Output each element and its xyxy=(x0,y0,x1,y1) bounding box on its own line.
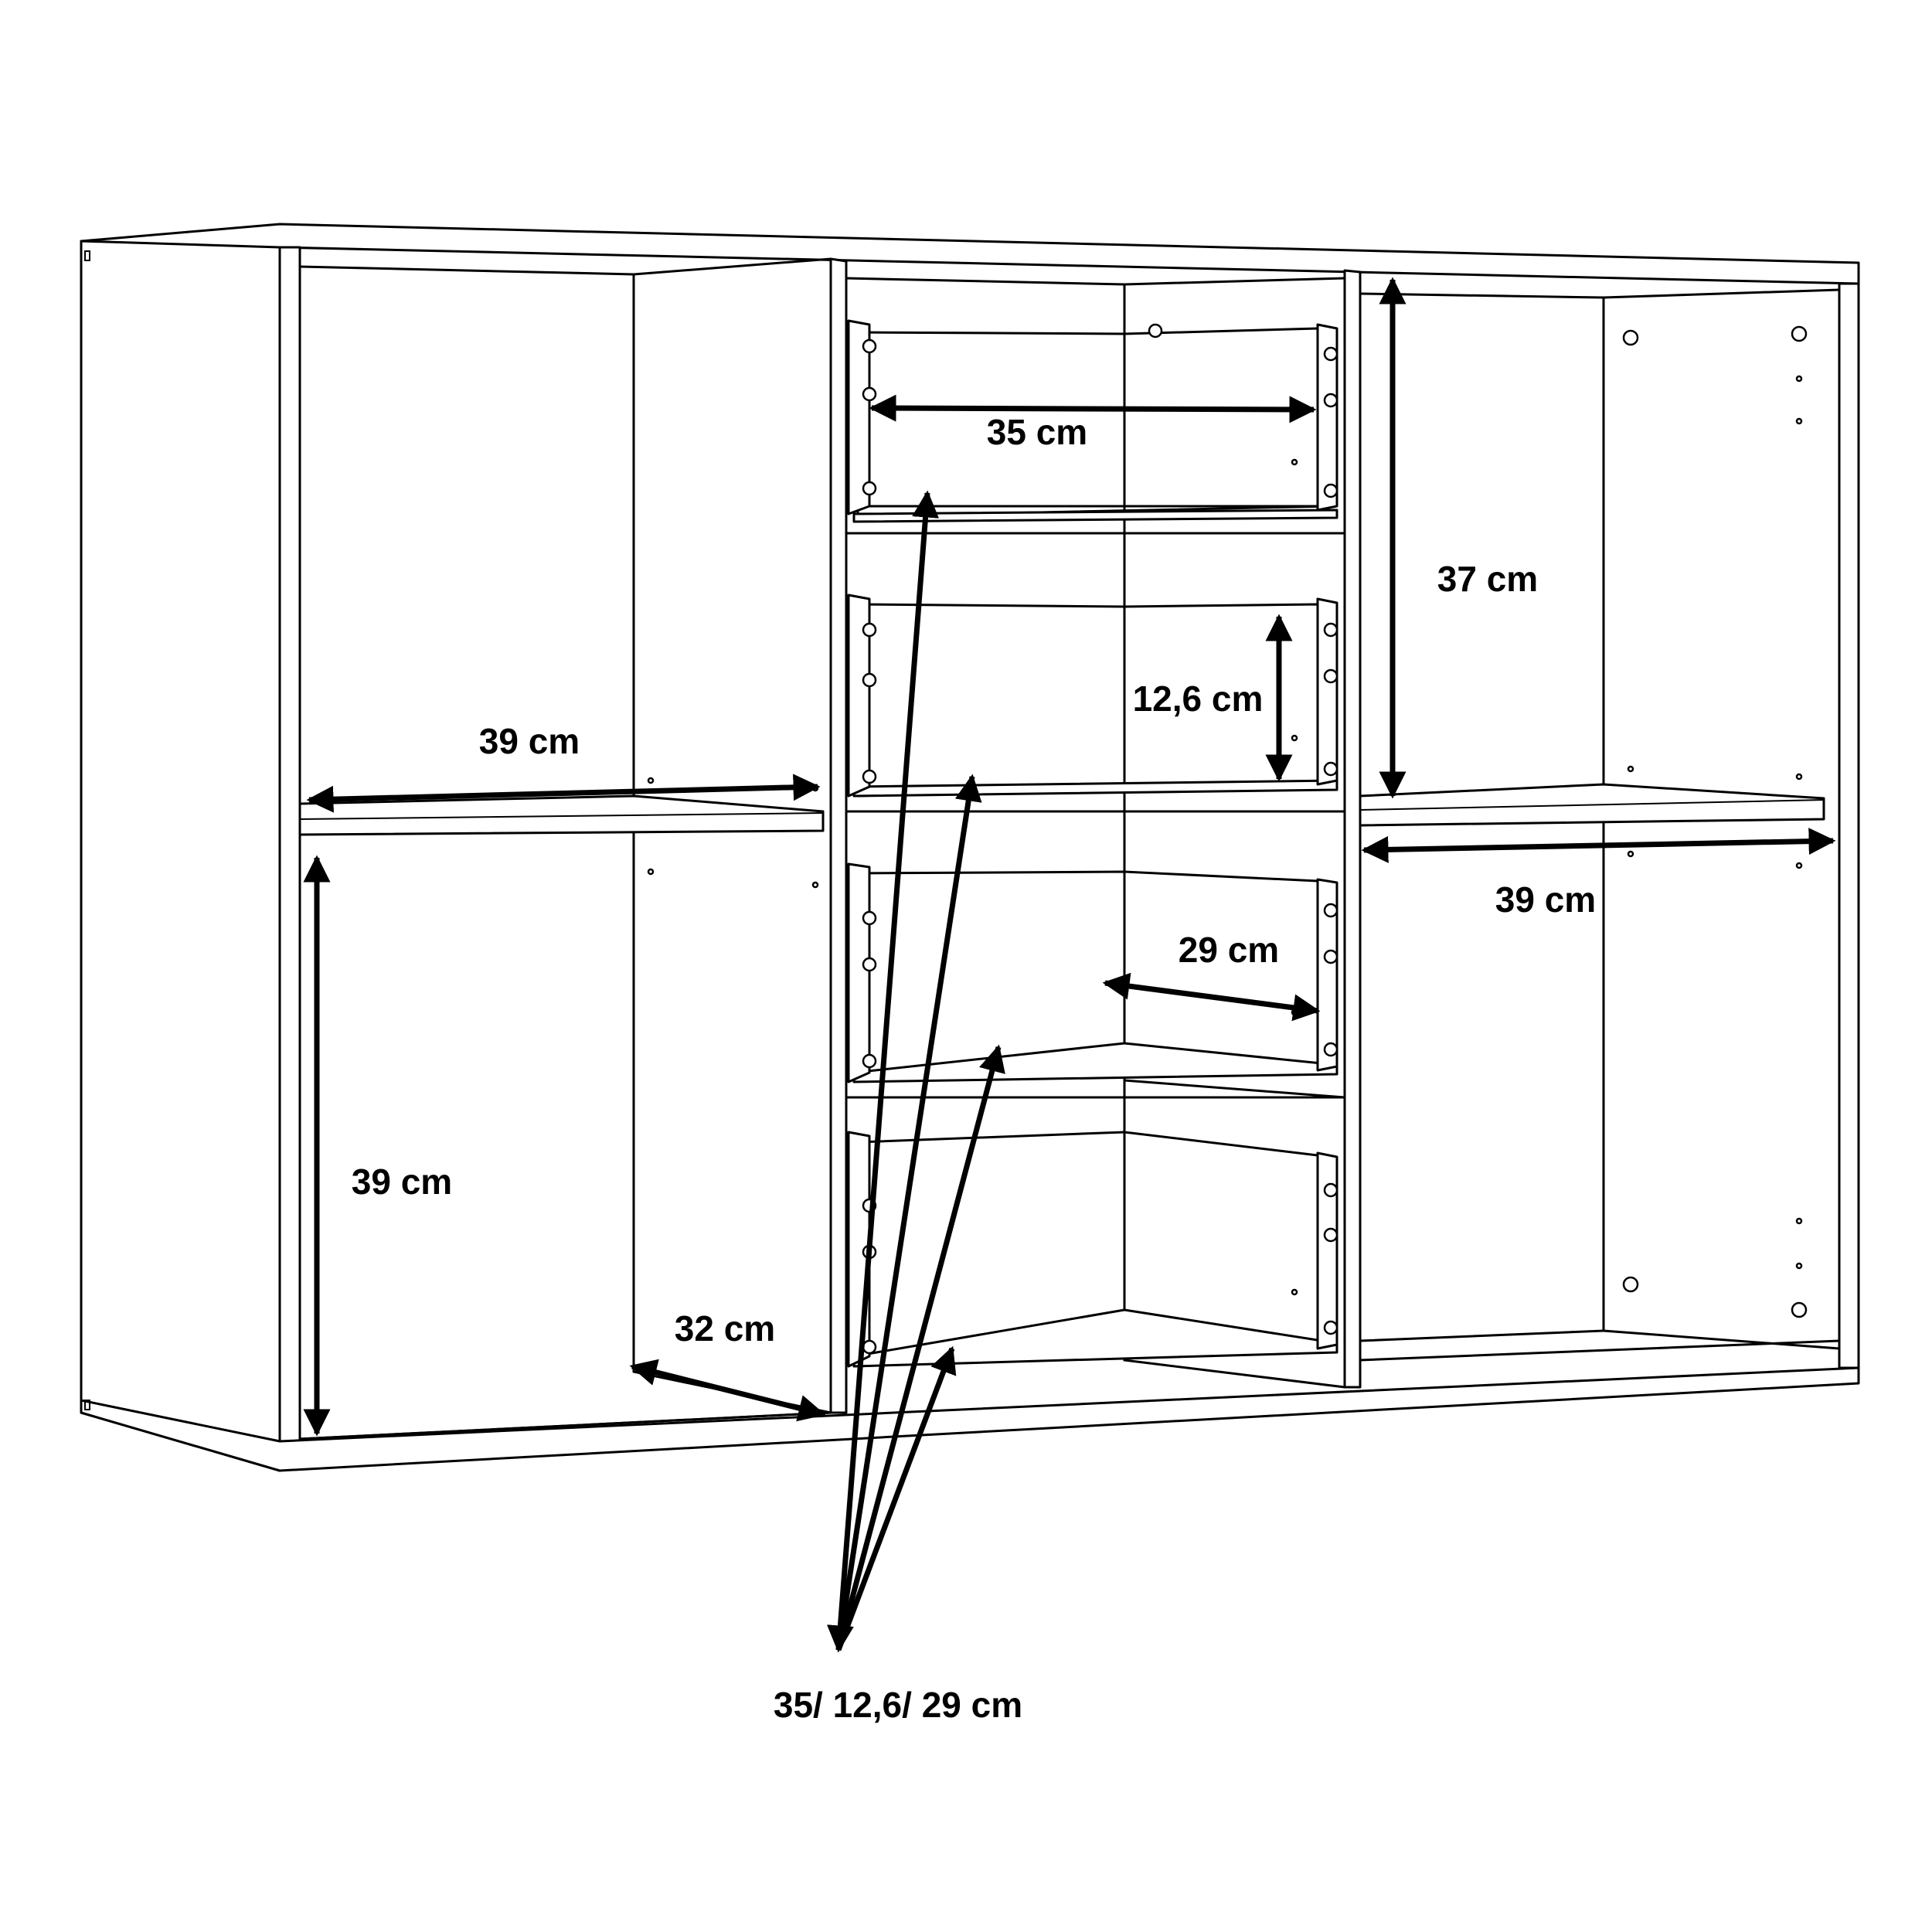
drawers xyxy=(845,319,1346,1389)
arrow-left-depth xyxy=(629,1359,826,1422)
dimension-arrows xyxy=(303,277,1836,1653)
left-divider xyxy=(829,257,848,1414)
cabinet-carcass xyxy=(80,223,1860,1472)
arrow-summary-3 xyxy=(835,1044,1005,1651)
label-right-shelf-width: 39 cm xyxy=(1495,879,1596,920)
arrow-summary-4 xyxy=(835,1345,957,1651)
drawer-3 xyxy=(845,862,1346,1099)
left-front-edge xyxy=(278,246,301,1472)
label-right-upper-height: 37 cm xyxy=(1437,559,1538,599)
arrow-drawer-width xyxy=(869,394,1317,423)
hardware xyxy=(647,323,1808,1355)
drawer-4 xyxy=(847,1131,1346,1389)
drawer-2 xyxy=(845,594,1346,813)
label-left-lower-height: 39 cm xyxy=(352,1162,452,1202)
drawer-1 xyxy=(845,319,1346,535)
label-left-depth: 32 cm xyxy=(675,1308,775,1349)
top-board xyxy=(80,223,1860,285)
bottom-board xyxy=(80,1366,1860,1472)
arrow-summary-1 xyxy=(826,490,940,1653)
arrow-left-shelf-width xyxy=(306,774,821,813)
label-drawer-width: 35 cm xyxy=(987,412,1087,452)
arrow-summary-2 xyxy=(835,774,982,1651)
arrow-drawer-depth xyxy=(1102,972,1321,1022)
left-side-panel xyxy=(80,240,281,1472)
dimension-labels: 39 cm 39 cm 32 cm 35 cm 12,6 cm 29 cm 37… xyxy=(352,412,1596,1725)
label-drawer-summary: 35/ 12,6/ 29 cm xyxy=(774,1685,1022,1725)
right-side-panel xyxy=(1838,282,1860,1369)
label-drawer-height: 12,6 cm xyxy=(1133,679,1264,719)
arrow-right-shelf-width xyxy=(1361,828,1836,863)
right-divider xyxy=(1343,269,1362,1389)
label-left-shelf-width: 39 cm xyxy=(479,721,580,761)
label-drawer-depth: 29 cm xyxy=(1179,930,1279,970)
